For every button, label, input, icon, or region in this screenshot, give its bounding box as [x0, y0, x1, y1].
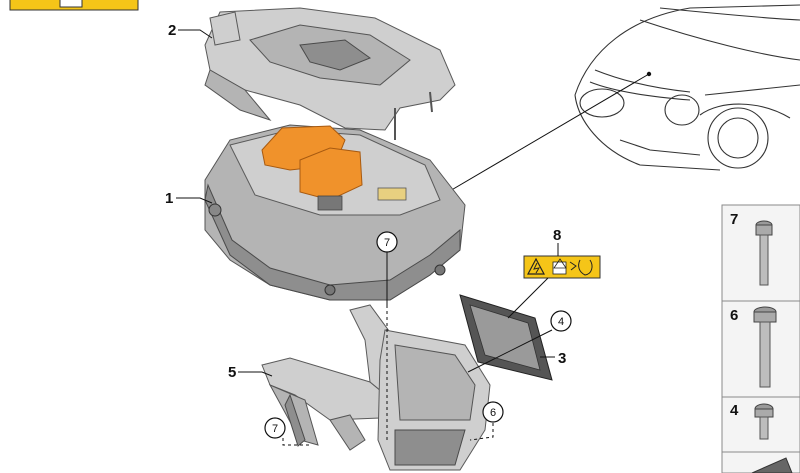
leader-circle-4 — [467, 329, 553, 373]
callout-circle-7-top — [376, 231, 398, 253]
callout-2: 2 — [168, 22, 176, 39]
dash-circle-6 — [469, 423, 494, 441]
bolt-7-icon — [755, 220, 773, 286]
callout-circle-4 — [550, 310, 572, 332]
bolt-4-icon — [754, 403, 774, 440]
side-label-7: 7 — [730, 211, 738, 228]
car-leader-line — [442, 73, 650, 196]
leader-part-1 — [176, 197, 213, 204]
manual-book-icon — [59, 0, 83, 8]
part-1-main-unit — [204, 124, 466, 301]
part-8-warning-label — [523, 255, 601, 279]
part-2-cover — [204, 7, 456, 140]
bolt-6-icon — [753, 306, 777, 388]
lower-tray — [377, 329, 491, 471]
callout-1: 1 — [165, 190, 173, 207]
callout-circle-6 — [482, 401, 504, 423]
leader-part-8-to-gasket — [507, 277, 549, 319]
side-label-4: 4 — [730, 402, 739, 419]
warning-label-top-partial — [9, 0, 139, 11]
part-3-gasket — [459, 294, 553, 381]
hand-warning-icon — [578, 259, 593, 276]
callout-5: 5 — [228, 364, 236, 381]
side-label-6: 6 — [730, 307, 738, 324]
callout-8: 8 — [553, 227, 561, 244]
partial-part-icon — [751, 457, 793, 473]
fastener-panel: 7 6 4 — [721, 204, 800, 473]
leader-part-5 — [238, 371, 273, 377]
callout-circle-6-label: 6 — [490, 407, 496, 419]
callout-circle-7-bottom-label: 7 — [272, 423, 278, 435]
callout-circle-7-top-label: 7 — [384, 237, 390, 249]
high-voltage-icon — [527, 257, 545, 275]
callout-circle-7-bottom — [264, 417, 286, 439]
dash-circle-7-bottom — [282, 438, 310, 446]
car-outline-icon — [574, 4, 800, 171]
callout-circle-4-label: 4 — [558, 316, 564, 328]
leader-part-2 — [178, 29, 213, 39]
callout-3: 3 — [558, 350, 566, 367]
